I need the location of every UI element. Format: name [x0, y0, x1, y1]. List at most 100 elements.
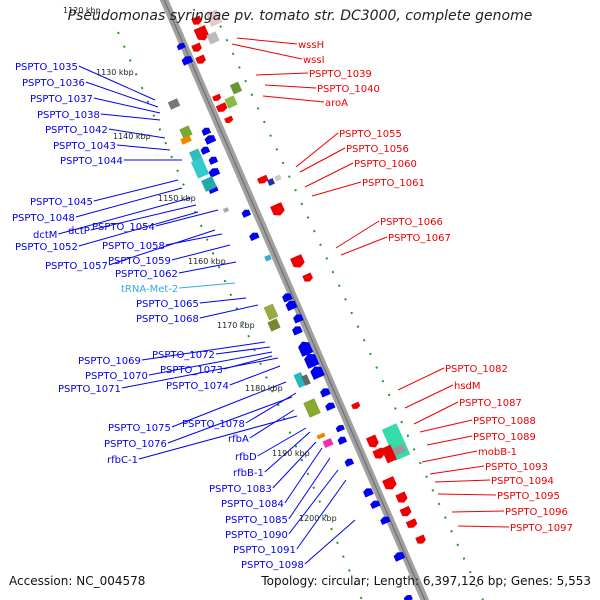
- leader-line: [199, 304, 259, 319]
- leader-line: [262, 95, 325, 103]
- leader-line: [58, 197, 191, 235]
- gene-label: PSPTO_1084: [221, 499, 284, 510]
- gene-label: PSPTO_1057: [45, 261, 108, 272]
- gene-label: PSPTO_1074: [166, 381, 229, 392]
- gene-arrow: [224, 115, 234, 123]
- gene-label: PSPTO_1085: [225, 515, 288, 526]
- leader-line: [90, 204, 197, 231]
- gene-label: PSPTO_1065: [136, 299, 199, 310]
- gene-block: [293, 371, 307, 389]
- leader-line: [264, 431, 311, 473]
- gene-label: PSPTO_1056: [346, 144, 409, 155]
- leader-line: [155, 209, 219, 227]
- leader-line: [148, 351, 273, 376]
- leader-line: [429, 465, 485, 475]
- leader-line: [78, 211, 199, 247]
- accession-label: Accession: NC_004578: [9, 574, 146, 588]
- gene-arrow: [195, 54, 206, 64]
- leader-line: [257, 427, 307, 457]
- gene-arrow: [365, 434, 379, 448]
- gene-block: [224, 95, 238, 109]
- ruler-label: 1130 kbp: [96, 68, 134, 77]
- gene-arrow: [302, 272, 313, 282]
- leader-line: [231, 43, 303, 60]
- gene-label: rfbC-1: [107, 455, 138, 466]
- leader-line: [121, 357, 279, 389]
- gene-label: PSPTO_1090: [225, 530, 288, 541]
- gene-label: tRNA-Met-2: [121, 284, 178, 295]
- gene-arrow: [176, 43, 186, 51]
- gene-label: PSPTO_1040: [317, 84, 380, 95]
- gene-arrow: [293, 314, 304, 324]
- gene-label: PSPTO_1069: [78, 356, 141, 367]
- gene-label: rfbB-1: [233, 468, 264, 479]
- leader-line: [295, 132, 339, 168]
- ruler-label: 1150 kbp: [158, 194, 196, 203]
- gene-label: PSPTO_1082: [445, 364, 508, 375]
- gene-arrow: [215, 102, 228, 112]
- ruler-label: 1190 kbp: [272, 449, 310, 458]
- gene-block: [274, 174, 282, 182]
- genome-backbone-edge: [163, 0, 426, 600]
- gene-label: PSPTO_1070: [85, 371, 148, 382]
- leader-line: [340, 236, 388, 256]
- gene-label: PSPTO_1038: [37, 110, 100, 121]
- gene-block: [263, 303, 279, 321]
- leader-line: [437, 493, 497, 496]
- gene-block: [206, 31, 220, 45]
- gene-label: PSPTO_1068: [136, 314, 199, 325]
- gene-label: PSPTO_1055: [339, 129, 402, 140]
- gene-block: [391, 443, 407, 457]
- gene-arrow: [204, 135, 217, 145]
- gene-label: hsdM: [454, 381, 481, 392]
- leader-line: [311, 181, 362, 197]
- gene-arrow: [325, 402, 336, 412]
- gene-arrow: [372, 447, 385, 459]
- gene-arrow: [310, 366, 325, 380]
- gene-arrow: [212, 93, 222, 101]
- gene-arrow: [282, 293, 293, 303]
- genome-summary: Topology: circular; Length: 6,397,126 bp…: [261, 574, 591, 588]
- gene-arrow: [200, 146, 211, 155]
- gene-label: dctM: [33, 230, 57, 241]
- ruler-label: 1200 kbp: [299, 514, 337, 523]
- leader-line: [304, 519, 356, 565]
- leader-line: [299, 147, 346, 173]
- gene-label: aroA: [325, 98, 348, 109]
- gene-label: PSPTO_1098: [241, 560, 304, 571]
- leader-line: [272, 441, 317, 489]
- gene-block: [316, 432, 326, 440]
- leader-line: [397, 367, 445, 391]
- gene-label: PSPTO_1094: [491, 476, 554, 487]
- gene-label: dctP: [68, 226, 90, 237]
- leader-line: [215, 346, 271, 355]
- gene-label: PSPTO_1088: [473, 416, 536, 427]
- gene-arrow: [208, 156, 219, 165]
- gene-label: PSPTO_1073: [160, 365, 223, 376]
- gene-arrow: [249, 232, 260, 242]
- leader-line: [165, 233, 223, 246]
- gene-label: PSPTO_1096: [505, 507, 568, 518]
- left-gene-labels: PSPTO_1035PSPTO_1036PSPTO_1037PSPTO_1038…: [12, 62, 304, 571]
- gene-label: PSPTO_1036: [22, 78, 85, 89]
- gene-arrow: [181, 56, 194, 66]
- gene-block: [167, 98, 181, 110]
- gene-arrow: [285, 300, 298, 312]
- gene-label: PSPTO_1043: [53, 141, 116, 152]
- gene-label: PSPTO_1060: [354, 159, 417, 170]
- leader-line: [85, 81, 159, 108]
- gene-label: PSPTO_1095: [497, 491, 560, 502]
- gene-arrow: [193, 25, 209, 41]
- gene-arrow: [399, 505, 412, 517]
- gene-arrow: [395, 491, 408, 503]
- gene-label: PSPTO_1048: [12, 213, 75, 224]
- gene-label: PSPTO_1039: [309, 69, 372, 80]
- gene-arrow: [380, 516, 391, 526]
- gene-label: wssI: [303, 55, 325, 66]
- gene-label: mobB-1: [478, 447, 517, 458]
- leader-line: [236, 37, 298, 45]
- gene-label: PSPTO_1093: [485, 462, 548, 473]
- gene-label: rfbA: [228, 434, 249, 445]
